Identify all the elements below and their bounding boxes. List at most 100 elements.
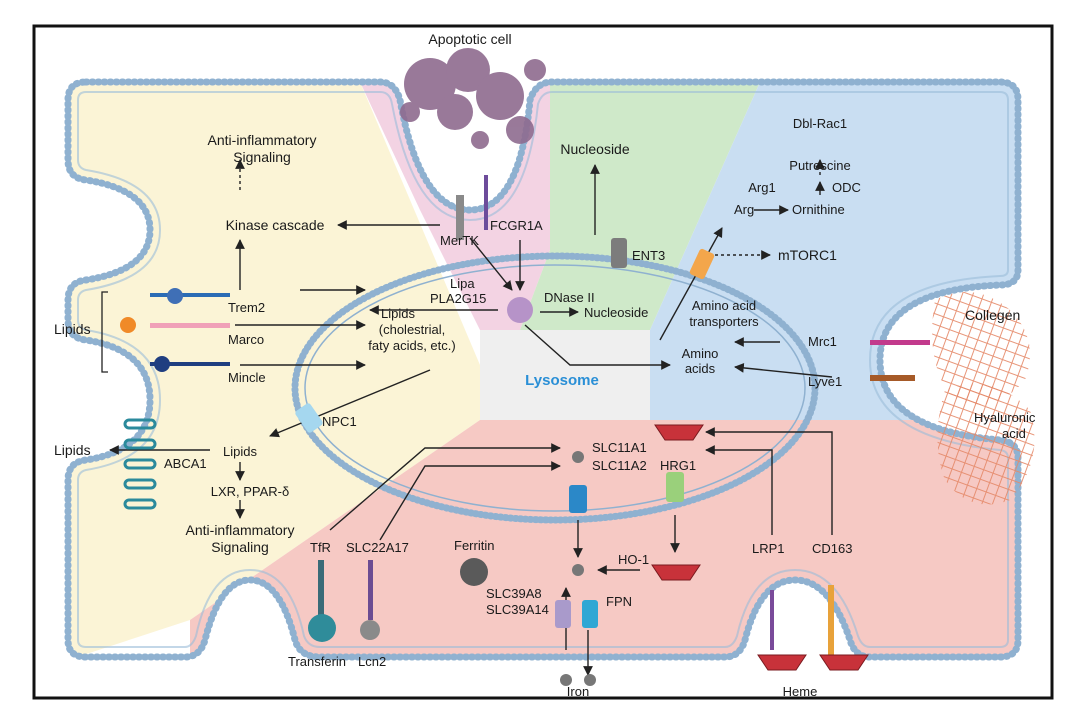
label-aa-transporters-1: Amino acid bbox=[692, 298, 756, 313]
label-anti-inflam-top-2: Signaling bbox=[233, 149, 291, 165]
cell-membrane bbox=[64, 78, 1022, 661]
label-lrp1: LRP1 bbox=[752, 541, 785, 556]
label-lysosome: Lysosome bbox=[525, 372, 599, 389]
label-mrc1: Mrc1 bbox=[808, 334, 837, 349]
label-hyaluronic-2: acid bbox=[1002, 426, 1026, 441]
iron-ion-2 bbox=[572, 564, 584, 576]
label-lipids-lower: Lipids bbox=[223, 444, 257, 459]
mrc1-receptor bbox=[870, 340, 930, 345]
label-slc22a17: SLC22A17 bbox=[346, 540, 409, 555]
lcn2-ligand bbox=[360, 620, 380, 640]
label-lyve1: Lyve1 bbox=[808, 374, 842, 389]
hrg1-transporter bbox=[666, 472, 684, 502]
lipid-region bbox=[68, 82, 480, 657]
label-tfr: TfR bbox=[310, 540, 331, 555]
label-amino-acids-2: acids bbox=[685, 361, 716, 376]
label-hyaluronic-1: Hyaluronic bbox=[974, 410, 1036, 425]
label-apoptotic-cell: Apoptotic cell bbox=[428, 31, 511, 47]
label-odc: ODC bbox=[832, 180, 861, 195]
amino-acid-transporter bbox=[689, 248, 715, 280]
label-arg: Arg bbox=[734, 202, 754, 217]
label-arg1: Arg1 bbox=[748, 180, 775, 195]
label-dbl-rac1: Dbl-Rac1 bbox=[793, 116, 847, 131]
label-ent3: ENT3 bbox=[632, 248, 665, 263]
label-collegen: Collegen bbox=[965, 307, 1020, 323]
trem2-receptor bbox=[150, 293, 230, 297]
mincle-ligand bbox=[154, 356, 170, 372]
slc11a-transporter bbox=[569, 485, 587, 513]
fpn-transporter bbox=[582, 600, 598, 628]
label-lxr: LXR, PPAR-δ bbox=[211, 484, 290, 499]
marco-receptor bbox=[150, 323, 230, 328]
label-mtorc1: mTORC1 bbox=[778, 247, 837, 263]
label-abca1: ABCA1 bbox=[164, 456, 207, 471]
label-heme: Heme bbox=[783, 684, 818, 699]
collagen-matrix bbox=[932, 292, 1035, 505]
label-lipids-left: Lipids bbox=[54, 321, 91, 337]
label-nucleoside-mid: Nucleoside bbox=[584, 305, 648, 320]
label-kinase-cascade: Kinase cascade bbox=[226, 217, 325, 233]
label-fcgr1a: FCGR1A bbox=[490, 218, 543, 233]
lrp1-receptor bbox=[770, 590, 774, 650]
mincle-receptor bbox=[150, 362, 230, 366]
label-putrescine: Putrescine bbox=[789, 158, 850, 173]
label-slc39a8: SLC39A8 bbox=[486, 586, 542, 601]
label-amino-acids-1: Amino bbox=[682, 346, 719, 361]
lyve1-receptor bbox=[870, 375, 915, 381]
label-ho1: HO-1 bbox=[618, 552, 649, 567]
lysosome-membrane-inner bbox=[304, 264, 806, 512]
label-hrg1: HRG1 bbox=[660, 458, 696, 473]
lysosome-membrane bbox=[291, 252, 819, 524]
label-mincle: Mincle bbox=[228, 370, 266, 385]
transferin-ligand bbox=[308, 614, 336, 642]
label-lipids-inner-2: (cholestrial, bbox=[379, 322, 445, 337]
trem2-ligand bbox=[167, 288, 183, 304]
apoptotic-cell bbox=[400, 48, 546, 149]
label-slc11a2: SLC11A2 bbox=[592, 458, 647, 473]
label-npc1: NPC1 bbox=[322, 414, 357, 429]
lipa-enzyme bbox=[507, 297, 533, 323]
iron-ion-1 bbox=[572, 451, 584, 463]
label-anti-inflam-top-1: Anti-inflammatory bbox=[208, 132, 317, 148]
label-marco: Marco bbox=[228, 332, 264, 347]
slc39a-transporter bbox=[555, 600, 571, 628]
label-aa-transporters-2: transporters bbox=[689, 314, 759, 329]
label-cd163: CD163 bbox=[812, 541, 852, 556]
nucleoside-region bbox=[520, 82, 760, 330]
tfr-receptor bbox=[318, 560, 324, 620]
lysosome-core-region bbox=[480, 330, 650, 420]
iron-ion-3 bbox=[560, 674, 572, 686]
label-ornithine: Ornithine bbox=[792, 202, 845, 217]
label-lipids-inner-3: faty acids, etc.) bbox=[368, 338, 455, 353]
fcgr1a-receptor bbox=[484, 175, 488, 230]
cell-membrane-inner bbox=[77, 91, 1009, 648]
label-trem2: Trem2 bbox=[228, 300, 265, 315]
label-pla2g15: PLA2G15 bbox=[430, 291, 486, 306]
abca1-transporter bbox=[123, 418, 157, 510]
slc22a17-receptor bbox=[368, 560, 373, 620]
label-dnase: DNase II bbox=[544, 290, 595, 305]
label-transferin: Transferin bbox=[288, 654, 346, 669]
lipid-particle-icon bbox=[120, 317, 136, 333]
ferritin-icon bbox=[460, 558, 488, 586]
iron-ion-4 bbox=[584, 674, 596, 686]
figure-frame bbox=[32, 24, 1054, 700]
ent3-transporter bbox=[611, 238, 627, 268]
label-slc39a14: SLC39A14 bbox=[486, 602, 549, 617]
label-fpn: FPN bbox=[606, 594, 632, 609]
label-lipa: Lipa bbox=[450, 276, 475, 291]
label-anti-inflam-bot-2: Signaling bbox=[211, 539, 269, 555]
mertk-receptor bbox=[456, 195, 464, 240]
cd163-receptor bbox=[828, 585, 834, 665]
label-iron: Iron bbox=[567, 684, 589, 699]
label-nucleoside-top: Nucleoside bbox=[560, 141, 629, 157]
npc1-transporter bbox=[295, 403, 323, 433]
label-slc11a1: SLC11A1 bbox=[592, 440, 647, 455]
lipids-bracket bbox=[101, 291, 108, 373]
labels: Apoptotic cell Anti-inflammatory Signali… bbox=[54, 31, 1036, 699]
label-lipids-inner-1: Lipids bbox=[381, 306, 415, 321]
label-mertk: MerTK bbox=[440, 233, 479, 248]
label-anti-inflam-bot-1: Anti-inflammatory bbox=[186, 522, 295, 538]
